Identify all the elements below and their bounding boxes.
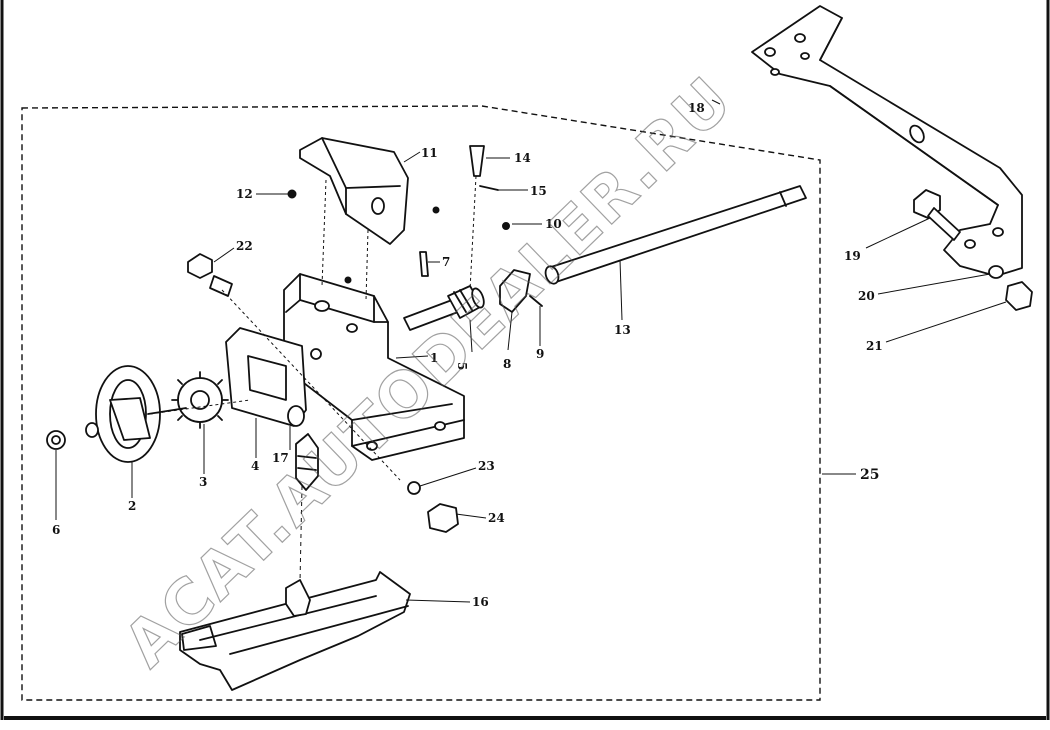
- pin-7: [419, 251, 429, 277]
- guide-lines: [149, 175, 477, 583]
- label-20: 20: [858, 289, 875, 303]
- label-2: 2: [128, 499, 136, 513]
- leader-lines: [55, 99, 1007, 603]
- cover-11: [299, 137, 440, 245]
- cotter-15: [479, 185, 499, 191]
- bracket-18: [751, 5, 1023, 277]
- bolt-19: [913, 189, 961, 241]
- assembly-boundary: [21, 105, 821, 701]
- sprocket-3: [171, 371, 229, 429]
- part-labels: 11 12 14 15 10 7 22 1 5 8 9 13 18 19 20 …: [52, 101, 883, 609]
- shaft-5: [403, 285, 485, 331]
- label-15: 15: [530, 184, 547, 198]
- bolt-22: [187, 253, 233, 297]
- label-19: 19: [844, 249, 861, 263]
- label-9: 9: [536, 347, 544, 361]
- label-11: 11: [421, 146, 438, 160]
- label-10: 10: [545, 217, 562, 231]
- yoke-8: [499, 269, 531, 313]
- label-12: 12: [236, 187, 253, 201]
- label-16: 16: [472, 595, 489, 609]
- label-25: 25: [860, 467, 879, 483]
- label-5: 5: [455, 362, 469, 370]
- pin-9: [529, 295, 543, 307]
- plate-4: [225, 327, 322, 427]
- label-18: 18: [688, 101, 705, 115]
- rod-13: [544, 185, 807, 285]
- label-14: 14: [514, 151, 531, 165]
- label-8: 8: [503, 357, 511, 371]
- clip: [295, 433, 319, 491]
- nut-24: [427, 503, 459, 533]
- handwheel-2: [95, 365, 187, 463]
- ring-17: [287, 405, 305, 427]
- label-17: 17: [272, 451, 289, 465]
- washer-23: [407, 481, 421, 495]
- label-23: 23: [478, 459, 495, 473]
- label-3: 3: [199, 475, 207, 489]
- label-6: 6: [52, 523, 60, 537]
- label-4: 4: [251, 459, 259, 473]
- label-1: 1: [430, 351, 438, 365]
- label-7: 7: [442, 255, 450, 269]
- label-13: 13: [614, 323, 631, 337]
- base-16: [179, 571, 411, 691]
- label-22: 22: [236, 239, 253, 253]
- label-24: 24: [488, 511, 505, 525]
- washer-20: [988, 265, 1004, 279]
- pin-14: [469, 145, 485, 177]
- nut-21: [1005, 281, 1033, 311]
- label-21: 21: [866, 339, 883, 353]
- washer-6: [46, 422, 99, 450]
- screw-10: [502, 222, 510, 230]
